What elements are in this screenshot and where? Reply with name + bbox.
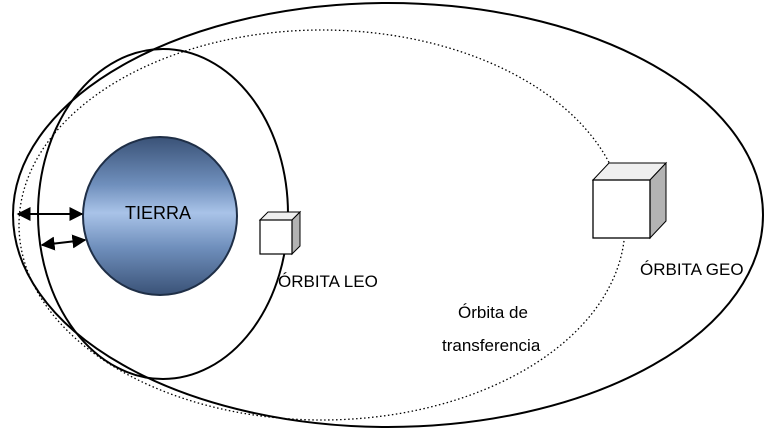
leo-orbit-label: ÓRBITA LEO — [278, 272, 378, 291]
geo-satellite — [591, 161, 668, 240]
leo-cube-side — [291, 210, 301, 256]
geo-orbit-label: ÓRBITA GEO — [640, 260, 744, 279]
leo-satellite — [258, 210, 302, 256]
leo-radius-arrow — [40, 234, 87, 251]
geo-cube-face — [592, 179, 651, 239]
geo-orbit — [12, 2, 764, 428]
transfer-orbit-label-line2: transferencia — [442, 336, 541, 355]
transfer-orbit-label-line1: Órbita de — [458, 303, 528, 322]
earth-label: TIERRA — [125, 203, 191, 223]
leo-cube-face — [259, 219, 293, 255]
